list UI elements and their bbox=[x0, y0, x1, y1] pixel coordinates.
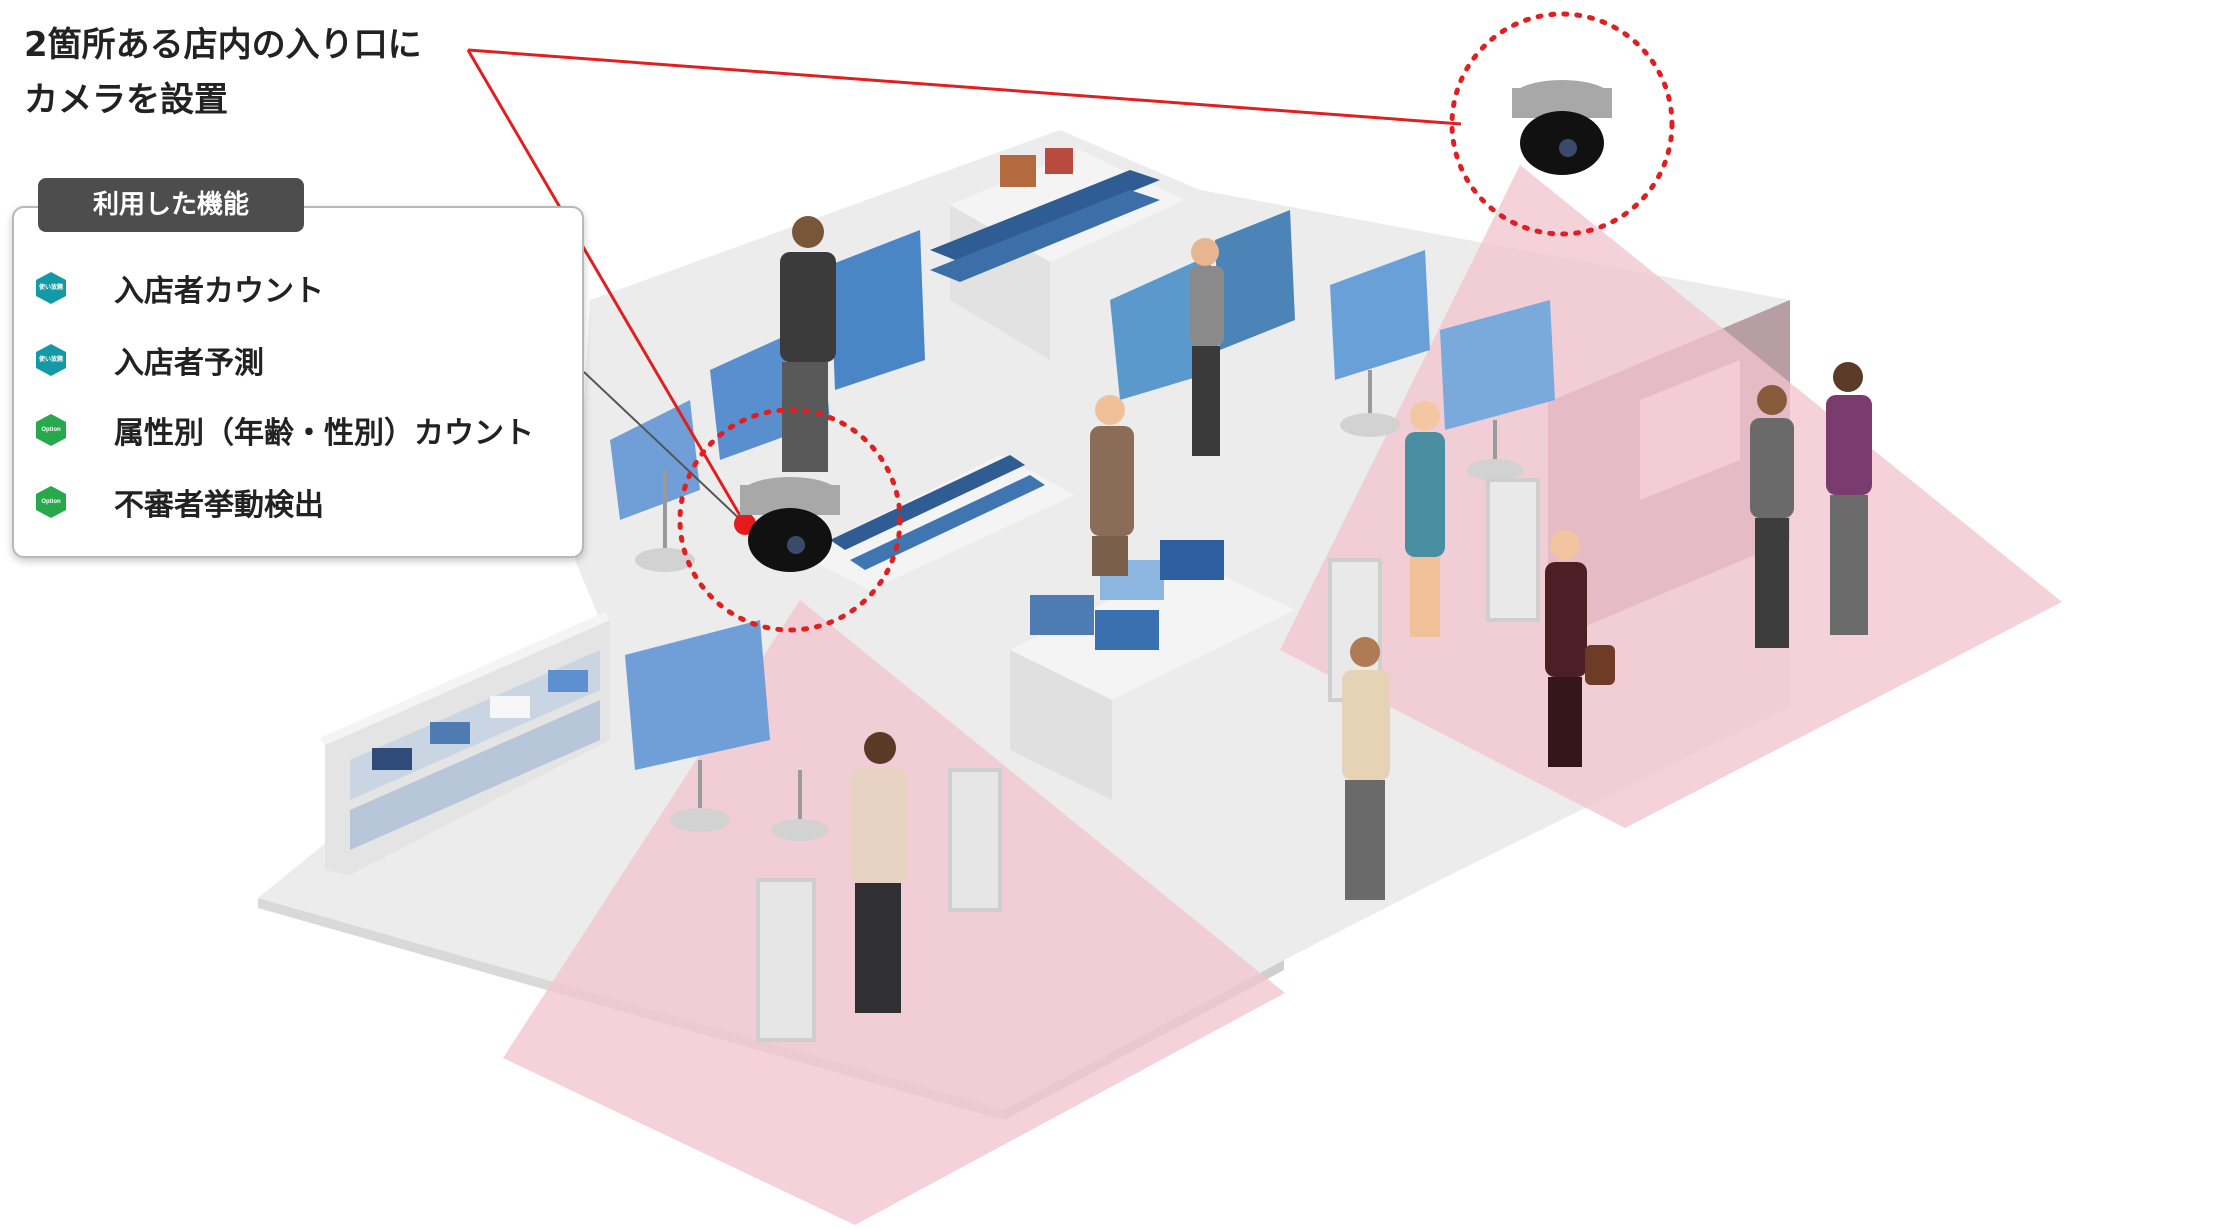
feature-label: 属性別（年齢・性別）カウント bbox=[114, 416, 534, 451]
feature-label: 入店者カウント bbox=[114, 274, 324, 309]
option-badge-icon: Option bbox=[36, 486, 66, 518]
feature-label: 不審者挙動検出 bbox=[114, 488, 324, 523]
clothing-rack-5 bbox=[1330, 250, 1430, 437]
clothing-rack-6 bbox=[1440, 300, 1555, 481]
shopper-woman-table bbox=[1090, 395, 1134, 576]
shopper-woman-purple bbox=[1826, 362, 1872, 635]
clothing-rack-1 bbox=[610, 400, 700, 572]
camera-highlight-right bbox=[1449, 11, 1675, 237]
shopper-man-browsing bbox=[780, 216, 836, 472]
feature-item: Option 不審者挙動検出 bbox=[36, 482, 324, 523]
shopper-man-phone bbox=[850, 732, 908, 1013]
features-panel: 利用した機能 使い放題 入店者カウント 使い放題 入店者予測 Option 属性… bbox=[12, 178, 584, 558]
clothing-rack-3 bbox=[830, 230, 925, 390]
diagram-caption: 2箇所ある店内の入り口に カメラを設置 bbox=[24, 18, 422, 128]
shopper-woman-counter bbox=[1750, 385, 1794, 648]
shopper-man-bearded bbox=[1342, 637, 1390, 900]
display-table-back bbox=[930, 148, 1185, 360]
dome-camera-left bbox=[740, 477, 840, 572]
camera-highlight-left bbox=[677, 407, 903, 633]
feature-item: 使い放題 入店者予測 bbox=[36, 340, 264, 381]
wall-shelf bbox=[320, 612, 610, 875]
shopper-woman-red bbox=[1545, 530, 1615, 767]
caption-line-1: 2箇所ある店内の入り口に bbox=[24, 25, 422, 65]
security-gate-right bbox=[1328, 478, 1540, 702]
caption-line-2: カメラを設置 bbox=[24, 80, 228, 120]
clothing-rack-7 bbox=[625, 620, 828, 841]
feature-item: Option 属性別（年齢・性別）カウント bbox=[36, 410, 534, 451]
unlimited-badge-icon: 使い放題 bbox=[36, 272, 66, 304]
features-panel-title: 利用した機能 bbox=[38, 178, 304, 232]
feature-label: 入店者予測 bbox=[114, 346, 264, 381]
unlimited-badge-icon: 使い放題 bbox=[36, 344, 66, 376]
display-table-front bbox=[1010, 540, 1295, 800]
option-badge-icon: Option bbox=[36, 414, 66, 446]
shopper-woman-rack bbox=[1190, 238, 1224, 456]
feature-item: 使い放題 入店者カウント bbox=[36, 268, 324, 309]
shopper-woman-blue-dress bbox=[1405, 401, 1445, 637]
callout-lines bbox=[466, 48, 1462, 535]
dome-camera-right bbox=[1512, 80, 1612, 175]
security-gate-left bbox=[756, 768, 1002, 1042]
